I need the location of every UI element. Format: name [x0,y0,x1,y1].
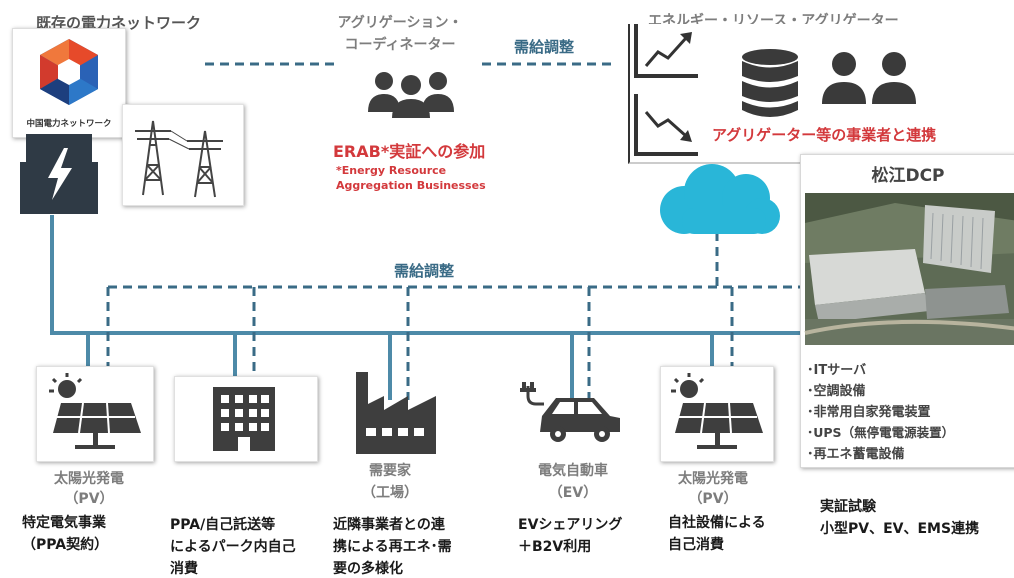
dcp-equipment-item: ･UPS（無停電電源装置） [807,425,955,440]
resource-name-line2: （EV） [548,485,598,501]
resource-desc-line: ＋B2V利用 [518,539,592,555]
resource-name-line1: 需要家 [369,463,411,479]
electric-car-icon [520,382,620,442]
power-plant-icon [20,134,98,214]
resource-name-line2: （PV） [64,491,114,507]
office-building-icon [213,387,275,451]
resource-desc-line: 消費 [170,561,198,577]
resource-desc-line: 自己消費 [668,537,724,553]
dcp-test-title: 実証試験 [820,499,876,515]
coordinator-title-line1: アグリゲーション・ [337,15,463,31]
solar-panel-icon [671,373,763,449]
resource-desc-line: 近隣事業者との連 [333,517,445,533]
resource-desc-line: PPA/自己託送等 [170,517,276,533]
solar-panel-icon [49,373,141,449]
dcp-test-desc: 小型PV、EV、EMS連携 [820,521,980,537]
company-logo-card: 中国電力ネットワーク [12,28,126,138]
resource-desc-line: 要の多様化 [333,561,403,577]
company-logo-text: 中国電力ネットワーク [26,119,112,129]
resource-desc-line: 特定電気事業 [22,515,106,531]
erab-note-line1: *Energy Resource [336,164,447,177]
people-group-icon [368,72,454,118]
resource-card-solar-1 [36,366,154,462]
transmission-tower-icon [135,120,223,198]
resource-desc-line: （PPA契約） [22,537,109,553]
dcp-card: 松江DCP ･ITサーバ ･空調設備 ･非常用自家発電装置 ･UPS（無停電電源… [800,154,1014,468]
resource-name-line2: （PV） [688,491,738,507]
aggregator-people-icon [822,52,916,104]
resource-card-office [174,376,318,462]
resource-name-line1: 太陽光発電 [678,471,748,487]
erab-title: ERAB*実証への参加 [333,142,486,161]
resource-name-line2: （工場） [362,485,418,501]
database-icon [742,49,798,117]
resource-desc-line: 携による再エネ･需 [333,539,452,555]
dcp-equipment-item: ･空調設備 [807,384,866,399]
factory-icon [356,372,436,454]
dcp-equipment-item: ･ITサーバ [807,363,867,378]
supply-demand-label-mid: 需給調整 [394,262,455,280]
resource-desc-line: によるパーク内自己 [170,539,296,555]
resource-desc-line: EVシェアリング [518,517,623,533]
transmission-towers-card [122,104,244,206]
dcp-equipment-item: ･非常用自家発電装置 [807,405,931,420]
grid-title: 既存の電力ネットワーク [36,14,202,32]
trend-down-icon [634,94,698,156]
resource-desc-line: 自社設備による [668,515,766,531]
datacenter-aerial-photo [804,193,1014,345]
dcp-equipment-item: ･再エネ蓄電設備 [807,447,905,462]
cloud-icon [660,164,780,234]
dcp-title: 松江DCP [871,166,945,186]
trend-up-icon [634,24,698,78]
resource-name-line1: 太陽光発電 [54,471,124,487]
supply-demand-label-top: 需給調整 [514,38,575,56]
company-logo-icon [40,39,98,105]
resource-name-line1: 電気自動車 [538,463,608,479]
era-partnership: アグリゲーター等の事業者と連携 [712,126,937,144]
coordinator-title-line2: コーディネーター [344,37,456,53]
erab-note-line2: Aggregation Businesses [336,179,486,192]
resource-card-solar-2 [660,366,774,462]
